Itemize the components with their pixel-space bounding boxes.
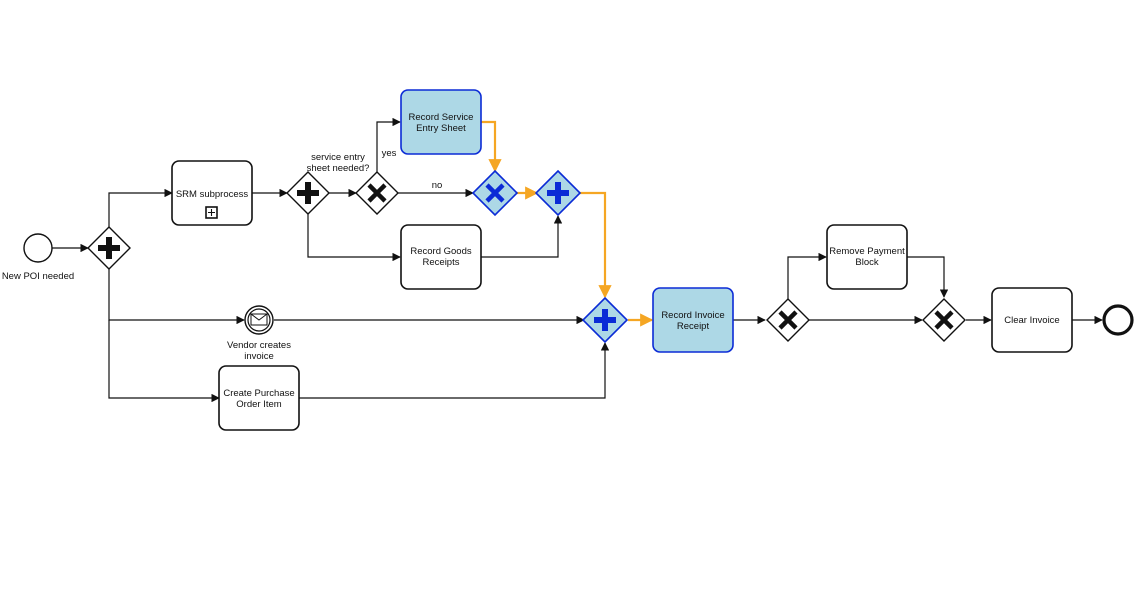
start-event[interactable] bbox=[23, 233, 53, 263]
plus-icon bbox=[98, 237, 120, 259]
parallel-gateway-join-highlighted[interactable] bbox=[534, 169, 582, 217]
flow-goods-to-join[interactable] bbox=[481, 215, 563, 258]
task-label-line2: Receipts bbox=[423, 257, 460, 268]
task-label: SRM subprocess bbox=[176, 189, 249, 200]
task-record-service-entry-sheet[interactable]: Record Service Entry Sheet bbox=[400, 89, 482, 155]
task-record-goods-receipts[interactable]: Record Goods Receipts bbox=[400, 224, 482, 290]
exclusive-gateway-service-entry[interactable] bbox=[355, 171, 399, 215]
task-remove-payment-block[interactable]: Remove Payment Block bbox=[826, 224, 908, 290]
exclusive-gateway-payment-block[interactable] bbox=[766, 298, 810, 342]
parallel-gateway-split[interactable] bbox=[87, 226, 131, 270]
task-label-line2: Block bbox=[855, 257, 878, 268]
message-event-label-line1: Vendor creates bbox=[227, 340, 291, 351]
task-clear-invoice[interactable]: Clear Invoice bbox=[991, 287, 1073, 353]
task-label-line1: Record Invoice bbox=[661, 310, 724, 321]
flow-xor-yes-to-service[interactable] bbox=[376, 117, 401, 172]
x-icon bbox=[934, 310, 954, 330]
flow-join-to-final-join-highlighted[interactable] bbox=[580, 191, 612, 299]
task-label-line1: Record Goods bbox=[410, 246, 472, 257]
parallel-gateway-srm[interactable] bbox=[286, 171, 330, 215]
task-label: Clear Invoice bbox=[1004, 315, 1059, 326]
exclusive-gateway-merge-highlighted[interactable] bbox=[471, 169, 519, 217]
task-label-line1: Create Purchase bbox=[223, 388, 294, 399]
plus-icon bbox=[297, 182, 319, 204]
parallel-gateway-final-join-highlighted[interactable] bbox=[581, 296, 629, 344]
end-event[interactable] bbox=[1102, 304, 1134, 336]
gateway-question-line2: sheet needed? bbox=[307, 163, 370, 174]
flow-remove-block-to-merge[interactable] bbox=[906, 256, 949, 298]
task-create-purchase-order-item[interactable]: Create Purchase Order Item bbox=[218, 365, 300, 431]
task-label-line2: Order Item bbox=[236, 399, 281, 410]
x-icon bbox=[778, 310, 798, 330]
x-icon bbox=[367, 183, 387, 203]
flow-split-to-create-po[interactable] bbox=[108, 320, 220, 403]
task-label-line2: Receipt bbox=[677, 321, 710, 332]
plus-icon bbox=[594, 309, 616, 331]
plus-icon bbox=[547, 182, 569, 204]
message-intermediate-event[interactable] bbox=[244, 305, 274, 335]
task-record-invoice-receipt[interactable]: Record Invoice Receipt bbox=[652, 287, 734, 353]
envelope-icon bbox=[250, 313, 268, 326]
sequence-flows bbox=[52, 117, 1103, 403]
flow-parallel-to-goods[interactable] bbox=[307, 214, 401, 262]
flow-split-to-srm[interactable] bbox=[108, 188, 173, 227]
flow-xor-to-remove-block[interactable] bbox=[787, 252, 827, 299]
gateway-question-line1: service entry bbox=[311, 152, 365, 163]
flow-split-to-message[interactable] bbox=[108, 269, 245, 325]
task-label-line1: Remove Payment bbox=[829, 246, 905, 257]
flow-label-no: no bbox=[432, 180, 443, 191]
flow-label-yes: yes bbox=[382, 148, 397, 159]
message-event-label-line2: invoice bbox=[244, 351, 274, 362]
task-label-line1: Record Service bbox=[409, 112, 474, 123]
subprocess-expand-icon[interactable] bbox=[205, 206, 218, 219]
x-icon bbox=[485, 183, 505, 203]
flow-create-po-to-join[interactable] bbox=[299, 342, 610, 399]
flow-service-to-merge-highlighted[interactable] bbox=[481, 120, 502, 173]
exclusive-gateway-merge[interactable] bbox=[922, 298, 966, 342]
start-event-label: New POI needed bbox=[2, 271, 74, 282]
task-srm-subprocess[interactable]: SRM subprocess bbox=[171, 160, 253, 226]
task-label-line2: Entry Sheet bbox=[416, 123, 466, 134]
